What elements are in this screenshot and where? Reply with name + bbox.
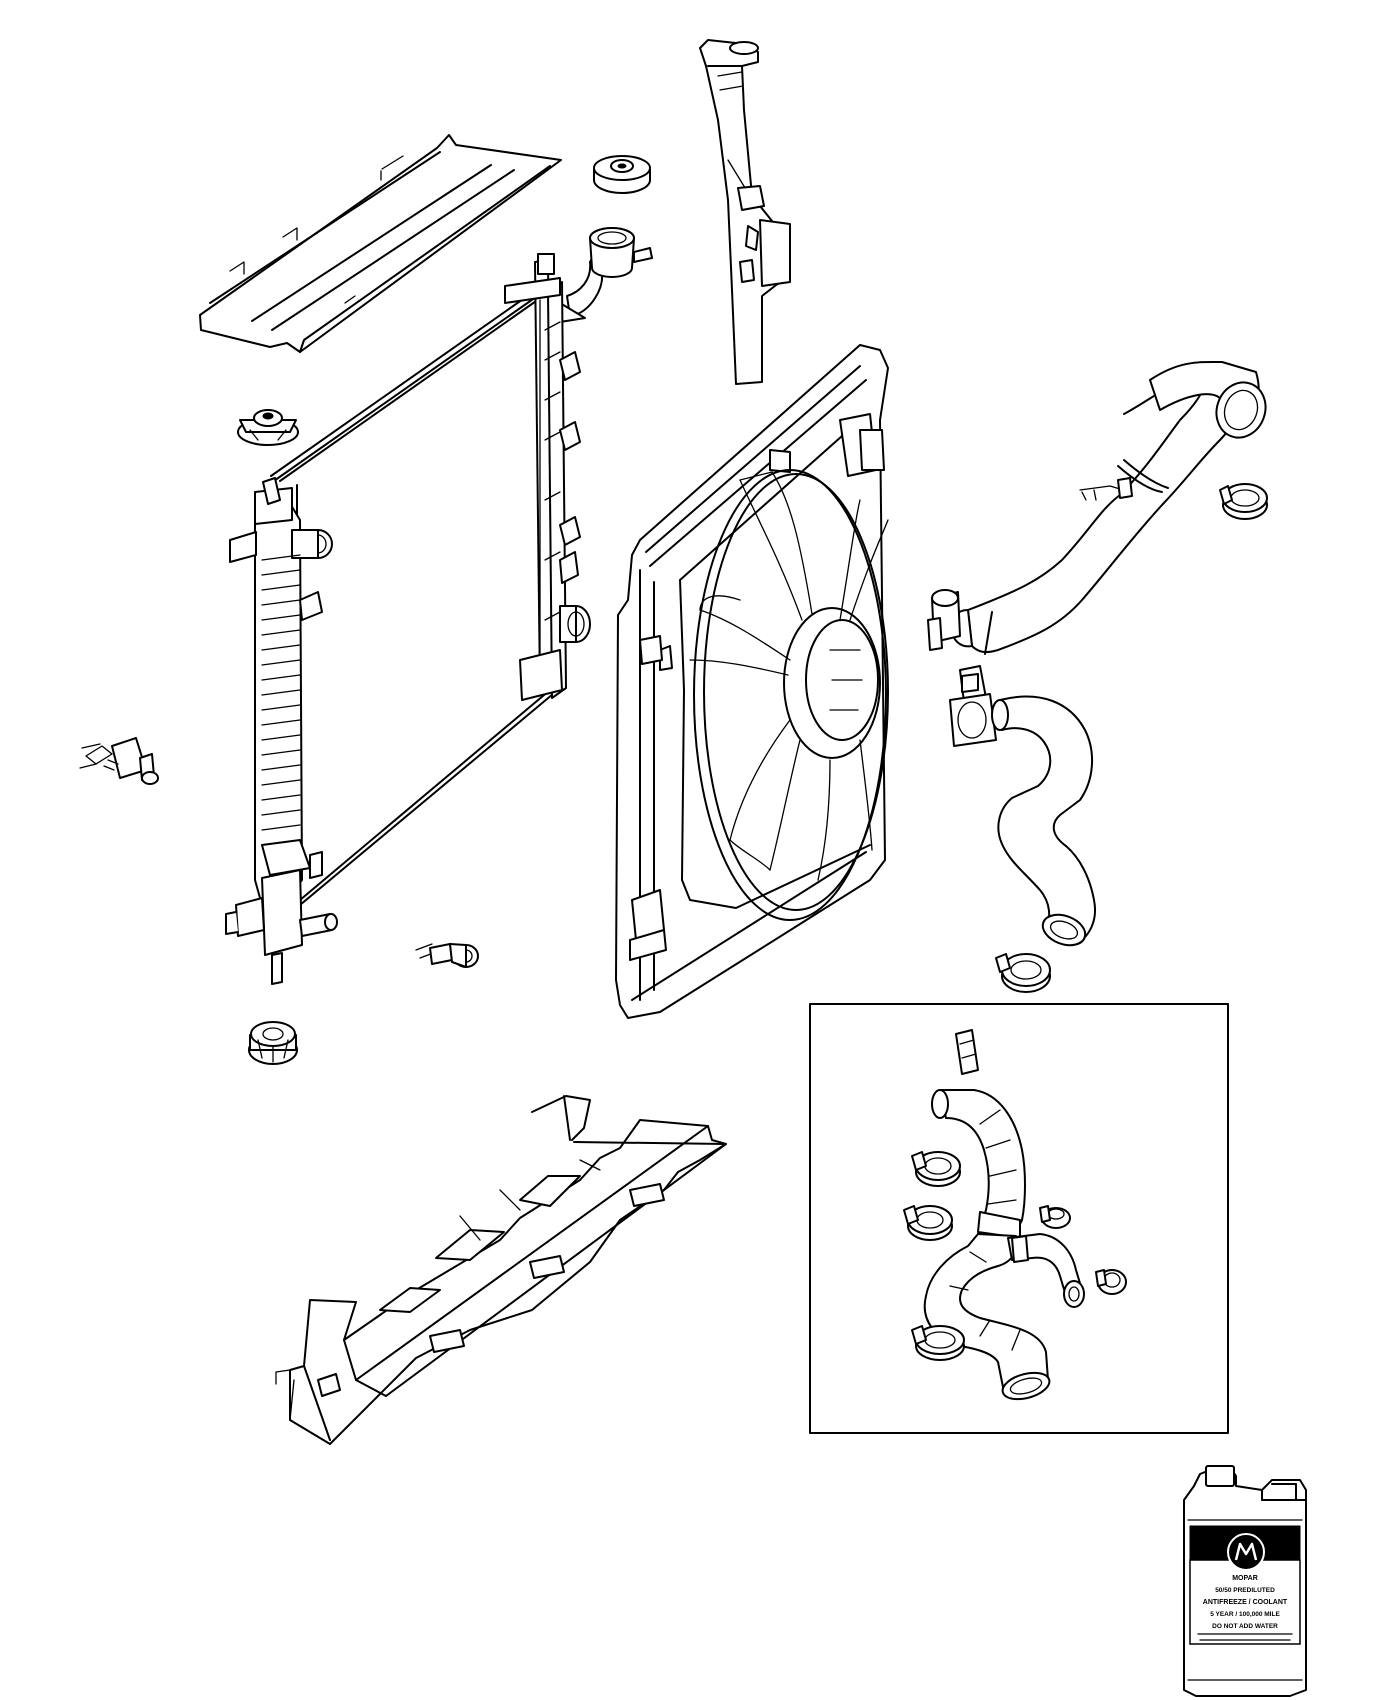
jug-brand: MOPAR — [1232, 1575, 1258, 1582]
inset-clamp-2 — [903, 1205, 953, 1241]
hose-clamp-spring — [949, 665, 997, 747]
fan-shroud — [615, 344, 889, 1019]
inset-clamp-4 — [1095, 1269, 1127, 1295]
lower-air-deflector — [275, 1095, 727, 1445]
temperature-sensor — [79, 737, 159, 785]
jug-line-2: ANTIFREEZE / COOLANT — [1203, 1599, 1288, 1606]
coolant-jug: MOPAR 50/50 PREDILUTED ANTIFREEZE / COOL… — [1183, 1465, 1307, 1697]
inset-hose-kit-frame — [809, 1003, 1229, 1434]
hose-clamp-lower — [995, 953, 1051, 993]
upper-radiator-hose — [951, 360, 1267, 655]
inset-hose-assembly — [923, 1029, 1085, 1401]
drain-plug — [415, 943, 479, 968]
upper-radiator-seal — [199, 134, 562, 353]
hose-clamp-upper — [1219, 483, 1268, 520]
lower-radiator-isolator — [248, 1021, 298, 1065]
lower-radiator-hose — [991, 695, 1096, 947]
inset-clamp-1 — [911, 1151, 961, 1187]
radiator-cap — [593, 155, 651, 194]
jug-line-1: 50/50 PREDILUTED — [1215, 1587, 1275, 1594]
jug-line-4: DO NOT ADD WATER — [1212, 1623, 1278, 1630]
side-air-seal — [699, 39, 791, 385]
jug-line-3: 5 YEAR / 100,000 MILE — [1210, 1611, 1280, 1618]
upper-radiator-isolator — [237, 409, 299, 446]
radiator-assembly — [225, 253, 591, 985]
hose-clamp-left — [927, 589, 961, 651]
inset-clamp-5 — [911, 1325, 965, 1361]
inset-clamp-3 — [1039, 1205, 1071, 1229]
